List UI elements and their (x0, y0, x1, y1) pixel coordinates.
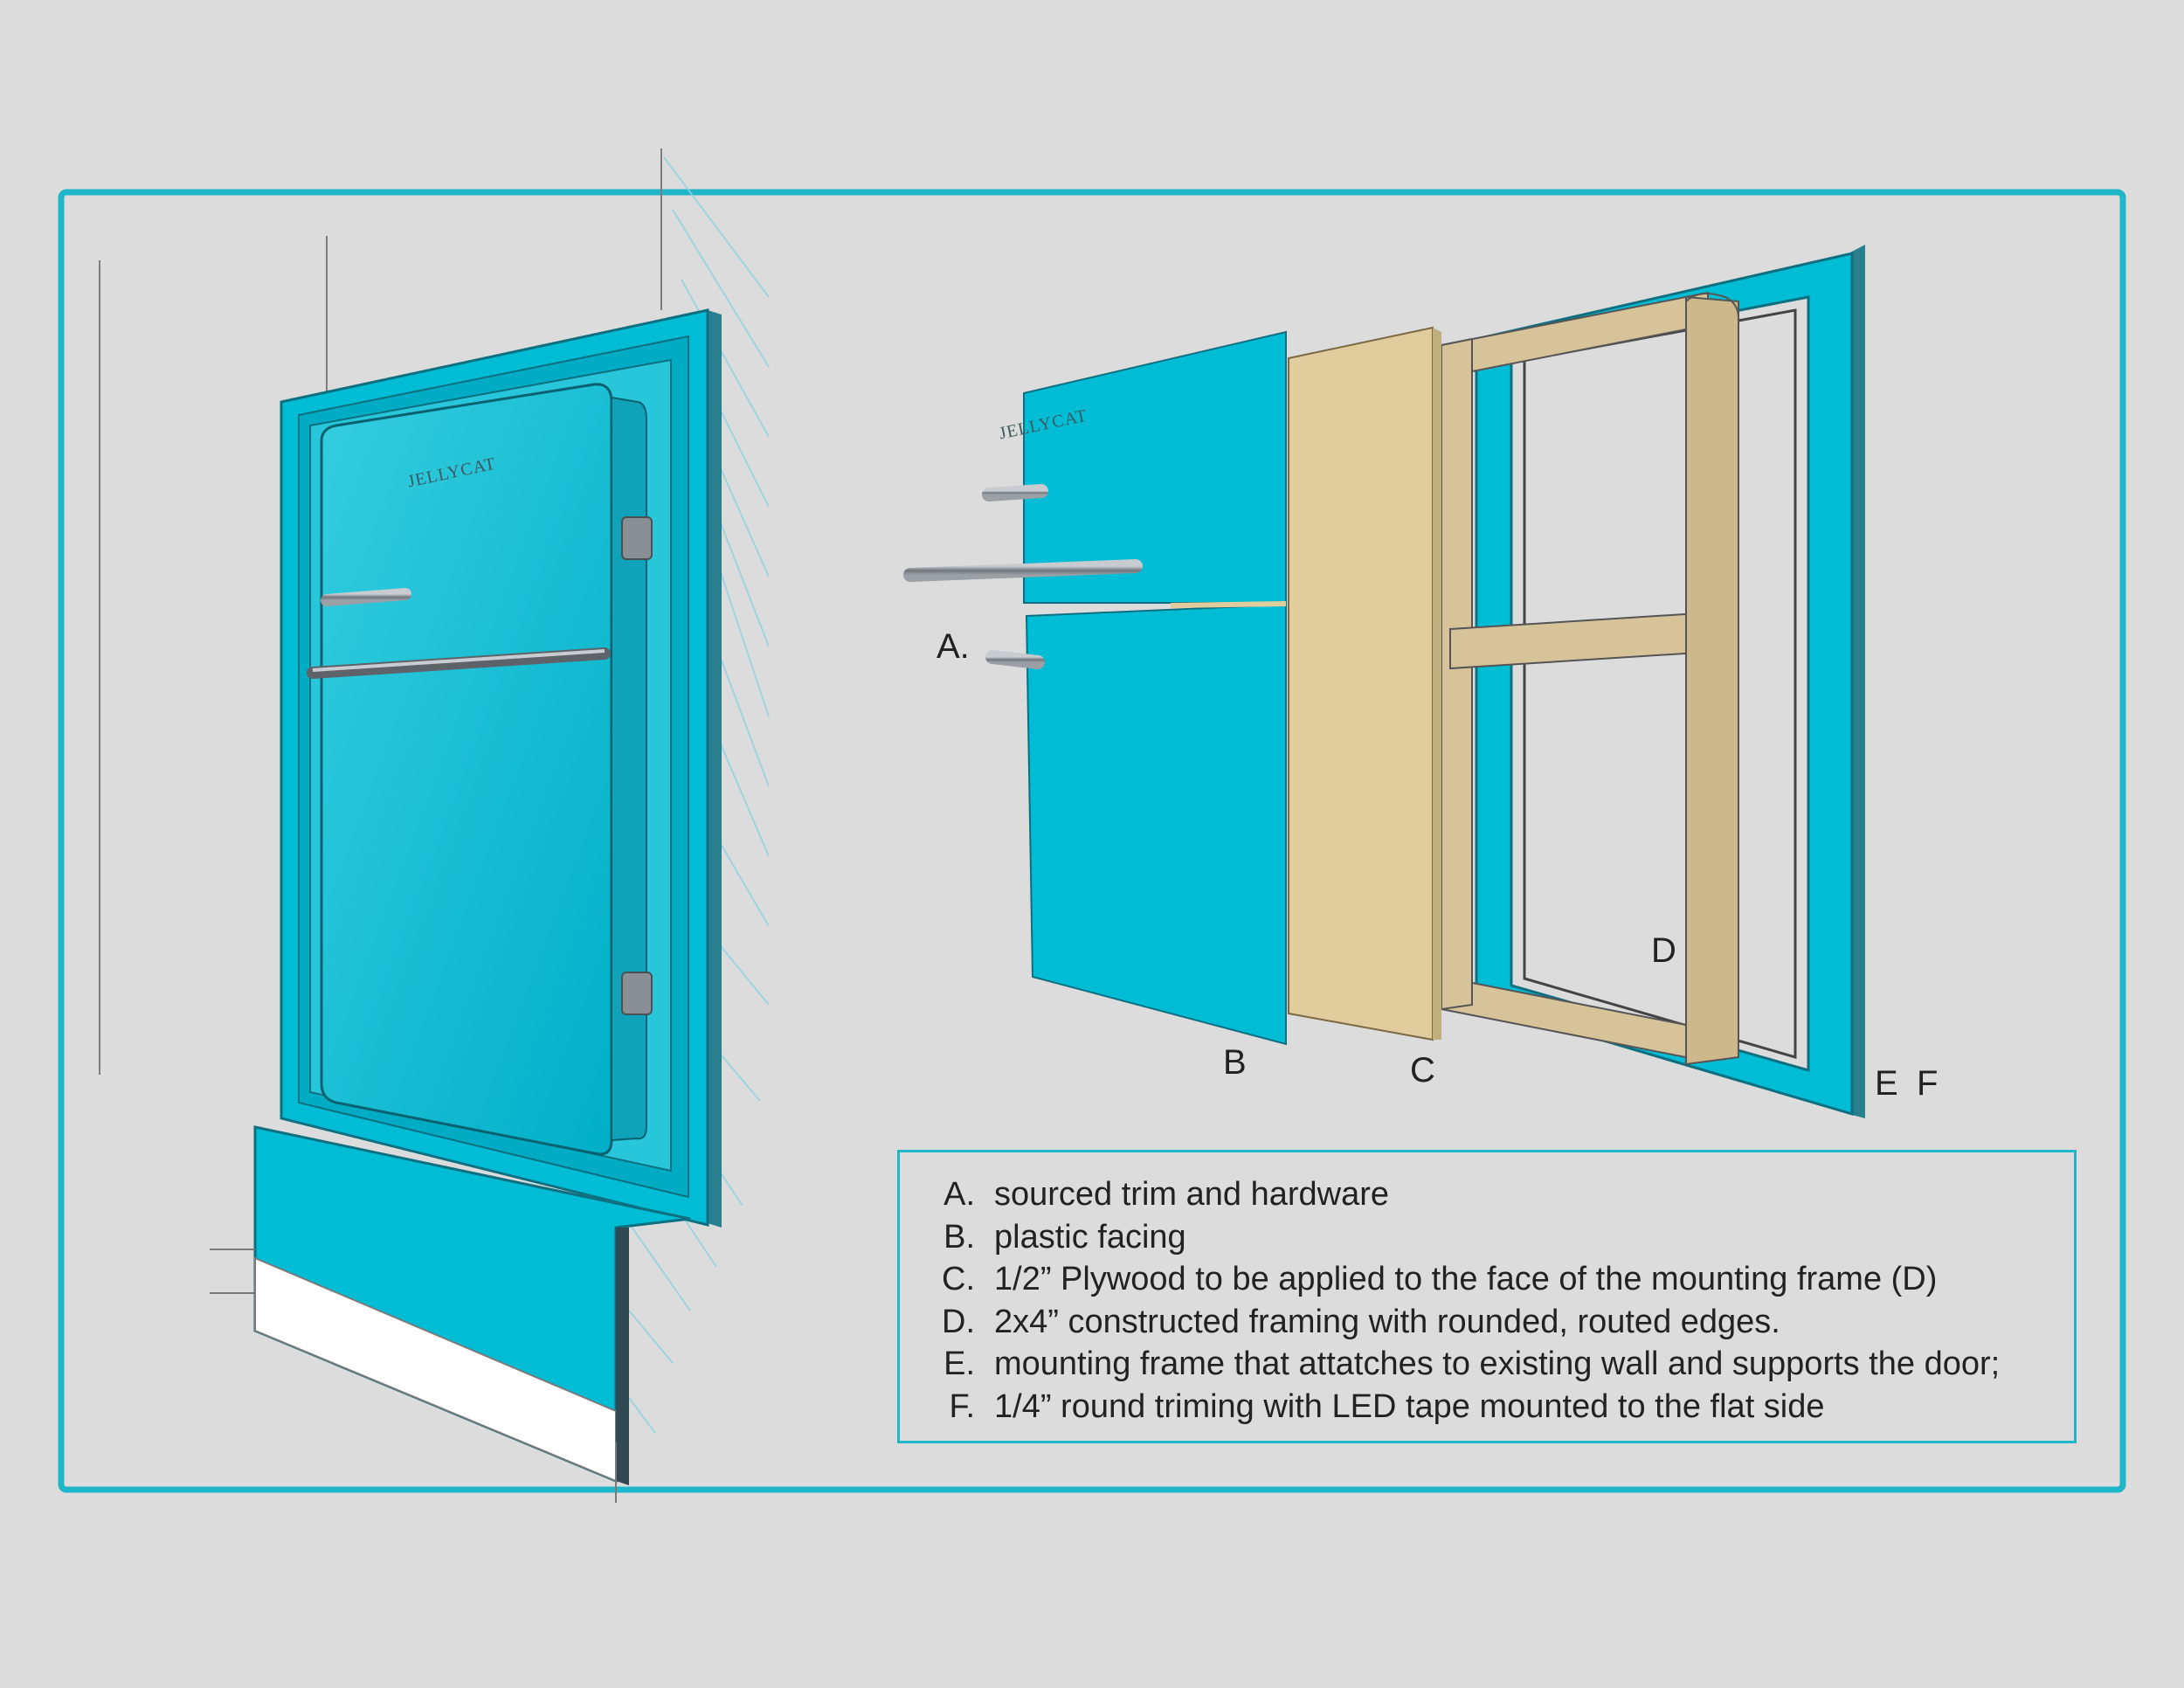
legend-item: D. 2x4” constructed framing with rounded… (926, 1301, 2048, 1344)
legend-text: 2x4” constructed framing with rounded, r… (994, 1303, 1780, 1340)
legend-text: 1/4” round triming with LED tape mounted… (994, 1387, 1825, 1425)
legend-text: plastic facing (994, 1218, 1186, 1256)
plastic-facing-b (1023, 330, 1287, 1046)
legend-letter: F. (949, 1387, 975, 1425)
legend-letter: A. (943, 1176, 975, 1213)
callout-e: E (1875, 1064, 1898, 1103)
legend-item: C. 1/2” Plywood to be applied to the fac… (926, 1258, 2048, 1301)
callout-a: A. (936, 627, 970, 666)
legend-text: sourced trim and hardware (994, 1176, 1389, 1213)
mounting-frame-e (1475, 245, 1865, 1118)
legend: A. sourced trim and hardware B. plastic … (897, 1150, 2077, 1443)
legend-letter: C. (942, 1261, 975, 1297)
hardware-a (903, 484, 1143, 669)
legend-text: mounting frame that attatches to existin… (994, 1346, 2001, 1382)
exploded-view (903, 245, 1865, 1118)
legend-letter: D. (942, 1303, 975, 1340)
legend-letter: B. (943, 1218, 975, 1256)
legend-letter: E. (943, 1346, 975, 1382)
framing-d (1441, 291, 1740, 1066)
plywood-c (1288, 326, 1434, 1041)
legend-text: 1/2” Plywood to be applied to the face o… (994, 1261, 1938, 1297)
legend-item: A. sourced trim and hardware (926, 1173, 2048, 1216)
callout-f: F (1917, 1064, 1939, 1103)
legend-item: F. 1/4” round triming with LED tape moun… (926, 1386, 2048, 1429)
legend-item: E. mounting frame that attatches to exis… (926, 1343, 2048, 1386)
callout-b: B (1223, 1043, 1247, 1082)
callout-c: C (1410, 1051, 1435, 1090)
installed-door-sketch (99, 149, 770, 1503)
legend-item: B. plastic facing (926, 1216, 2048, 1259)
outer-border (58, 189, 2126, 1493)
callout-d: D (1651, 931, 1676, 970)
